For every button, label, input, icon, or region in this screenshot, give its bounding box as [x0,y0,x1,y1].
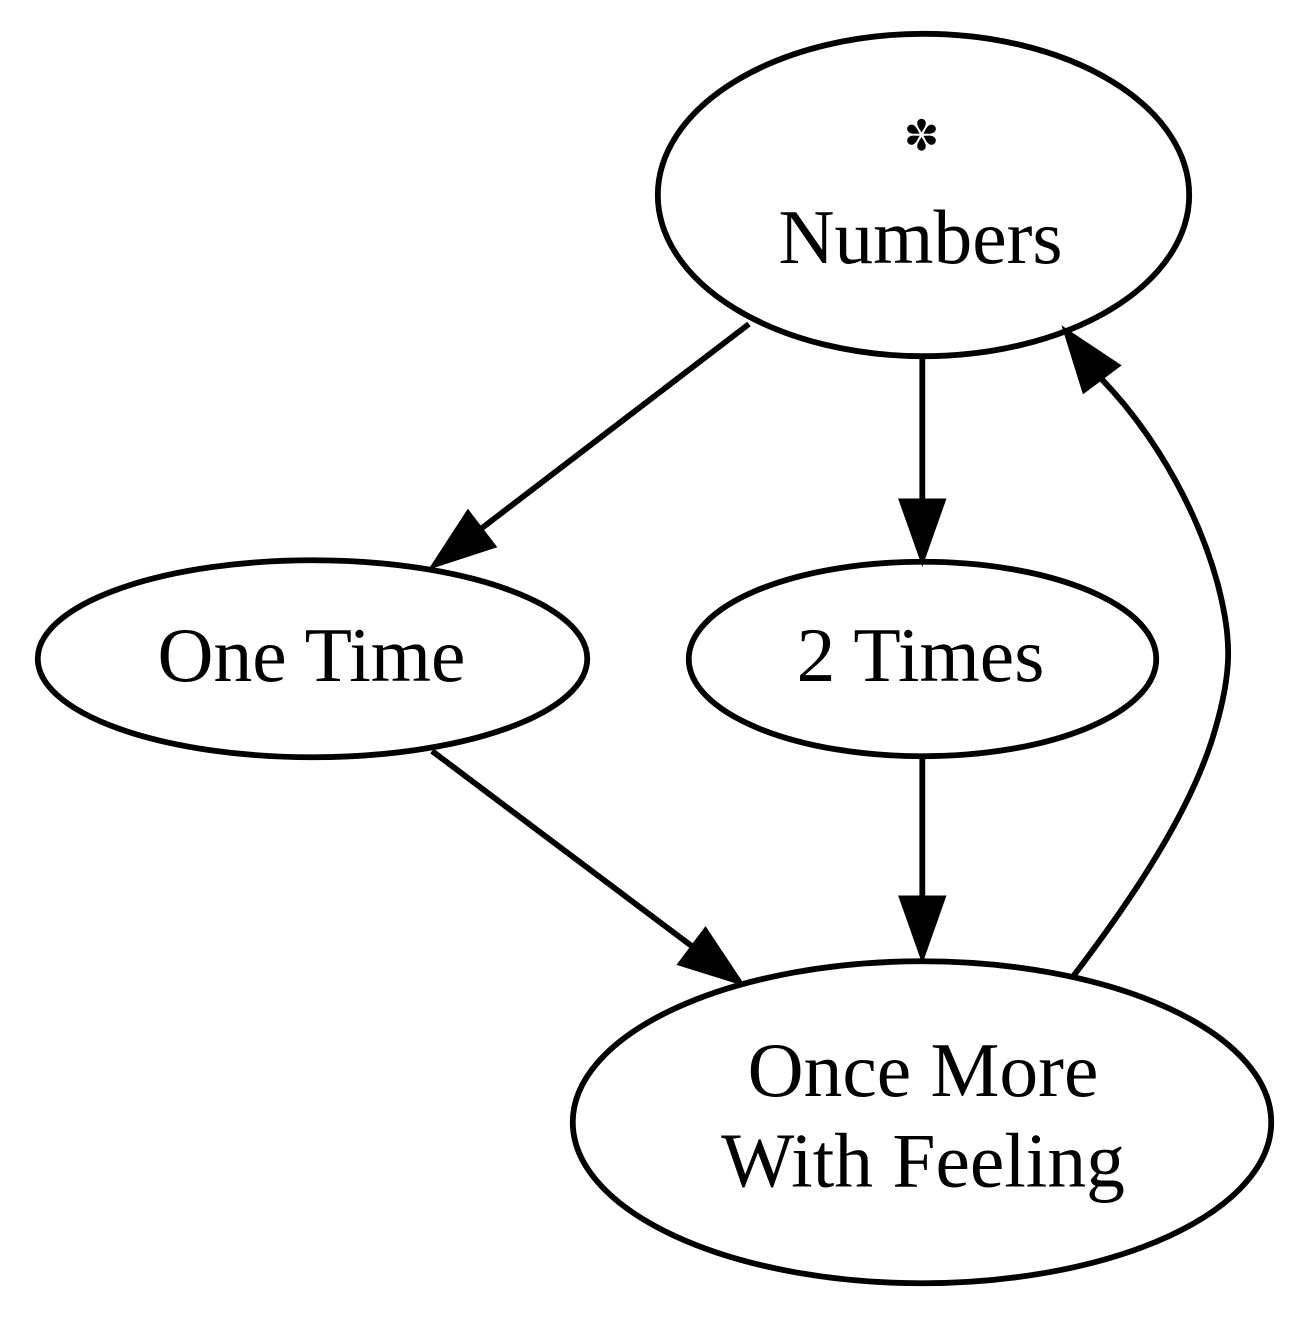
svg-text:With Feeling: With Feeling [721,1118,1125,1204]
svg-text:Once More: Once More [748,1027,1099,1113]
svg-text:2 Times: 2 Times [797,612,1045,698]
svg-text:One Time: One Time [158,612,466,698]
svg-text:Numbers: Numbers [778,194,1062,280]
